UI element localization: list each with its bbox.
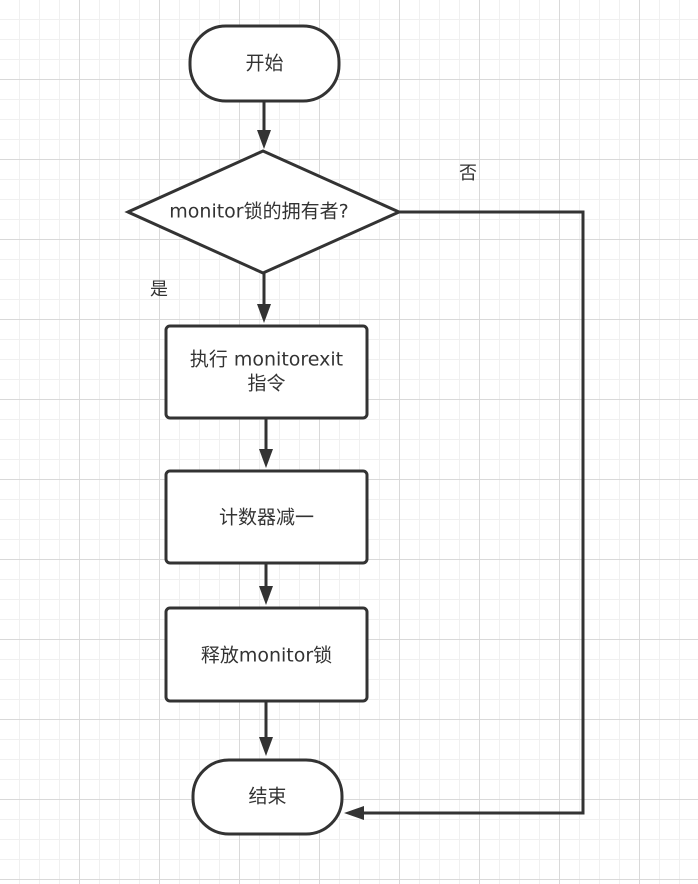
decrement-counter-label: 计数器减一 [219,507,314,529]
release-lock-label: 释放monitor锁 [201,645,332,667]
edge-exec-to-decrement [259,418,273,468]
edge-release-to-end [259,701,273,756]
decision-node[interactable]: monitor锁的拥有者? [124,149,403,275]
release-lock-node[interactable]: 释放monitor锁 [164,606,369,703]
decision-label: monitor锁的拥有者? [169,201,348,223]
end-node[interactable]: 结束 [191,758,344,836]
end-label: 结束 [248,786,286,808]
edge-decrement-to-release [259,563,273,605]
exec-monitorexit-node[interactable]: 执行 monitorexit 指令 [164,324,369,420]
edge-decision-no-to-end [344,210,585,820]
yes-edge-label: 是 [150,279,168,300]
end-shape [191,758,344,836]
start-node[interactable]: 开始 [188,24,341,103]
start-label: 开始 [245,53,283,75]
edge-decision-to-exec [257,273,271,323]
decrement-counter-node[interactable]: 计数器减一 [164,469,369,565]
edge-start-to-decision [257,101,271,149]
no-edge-label: 否 [459,163,477,184]
exec-monitorexit-label-line1: 执行 monitorexit [190,349,343,371]
exec-monitorexit-label-line2: 指令 [247,373,285,395]
